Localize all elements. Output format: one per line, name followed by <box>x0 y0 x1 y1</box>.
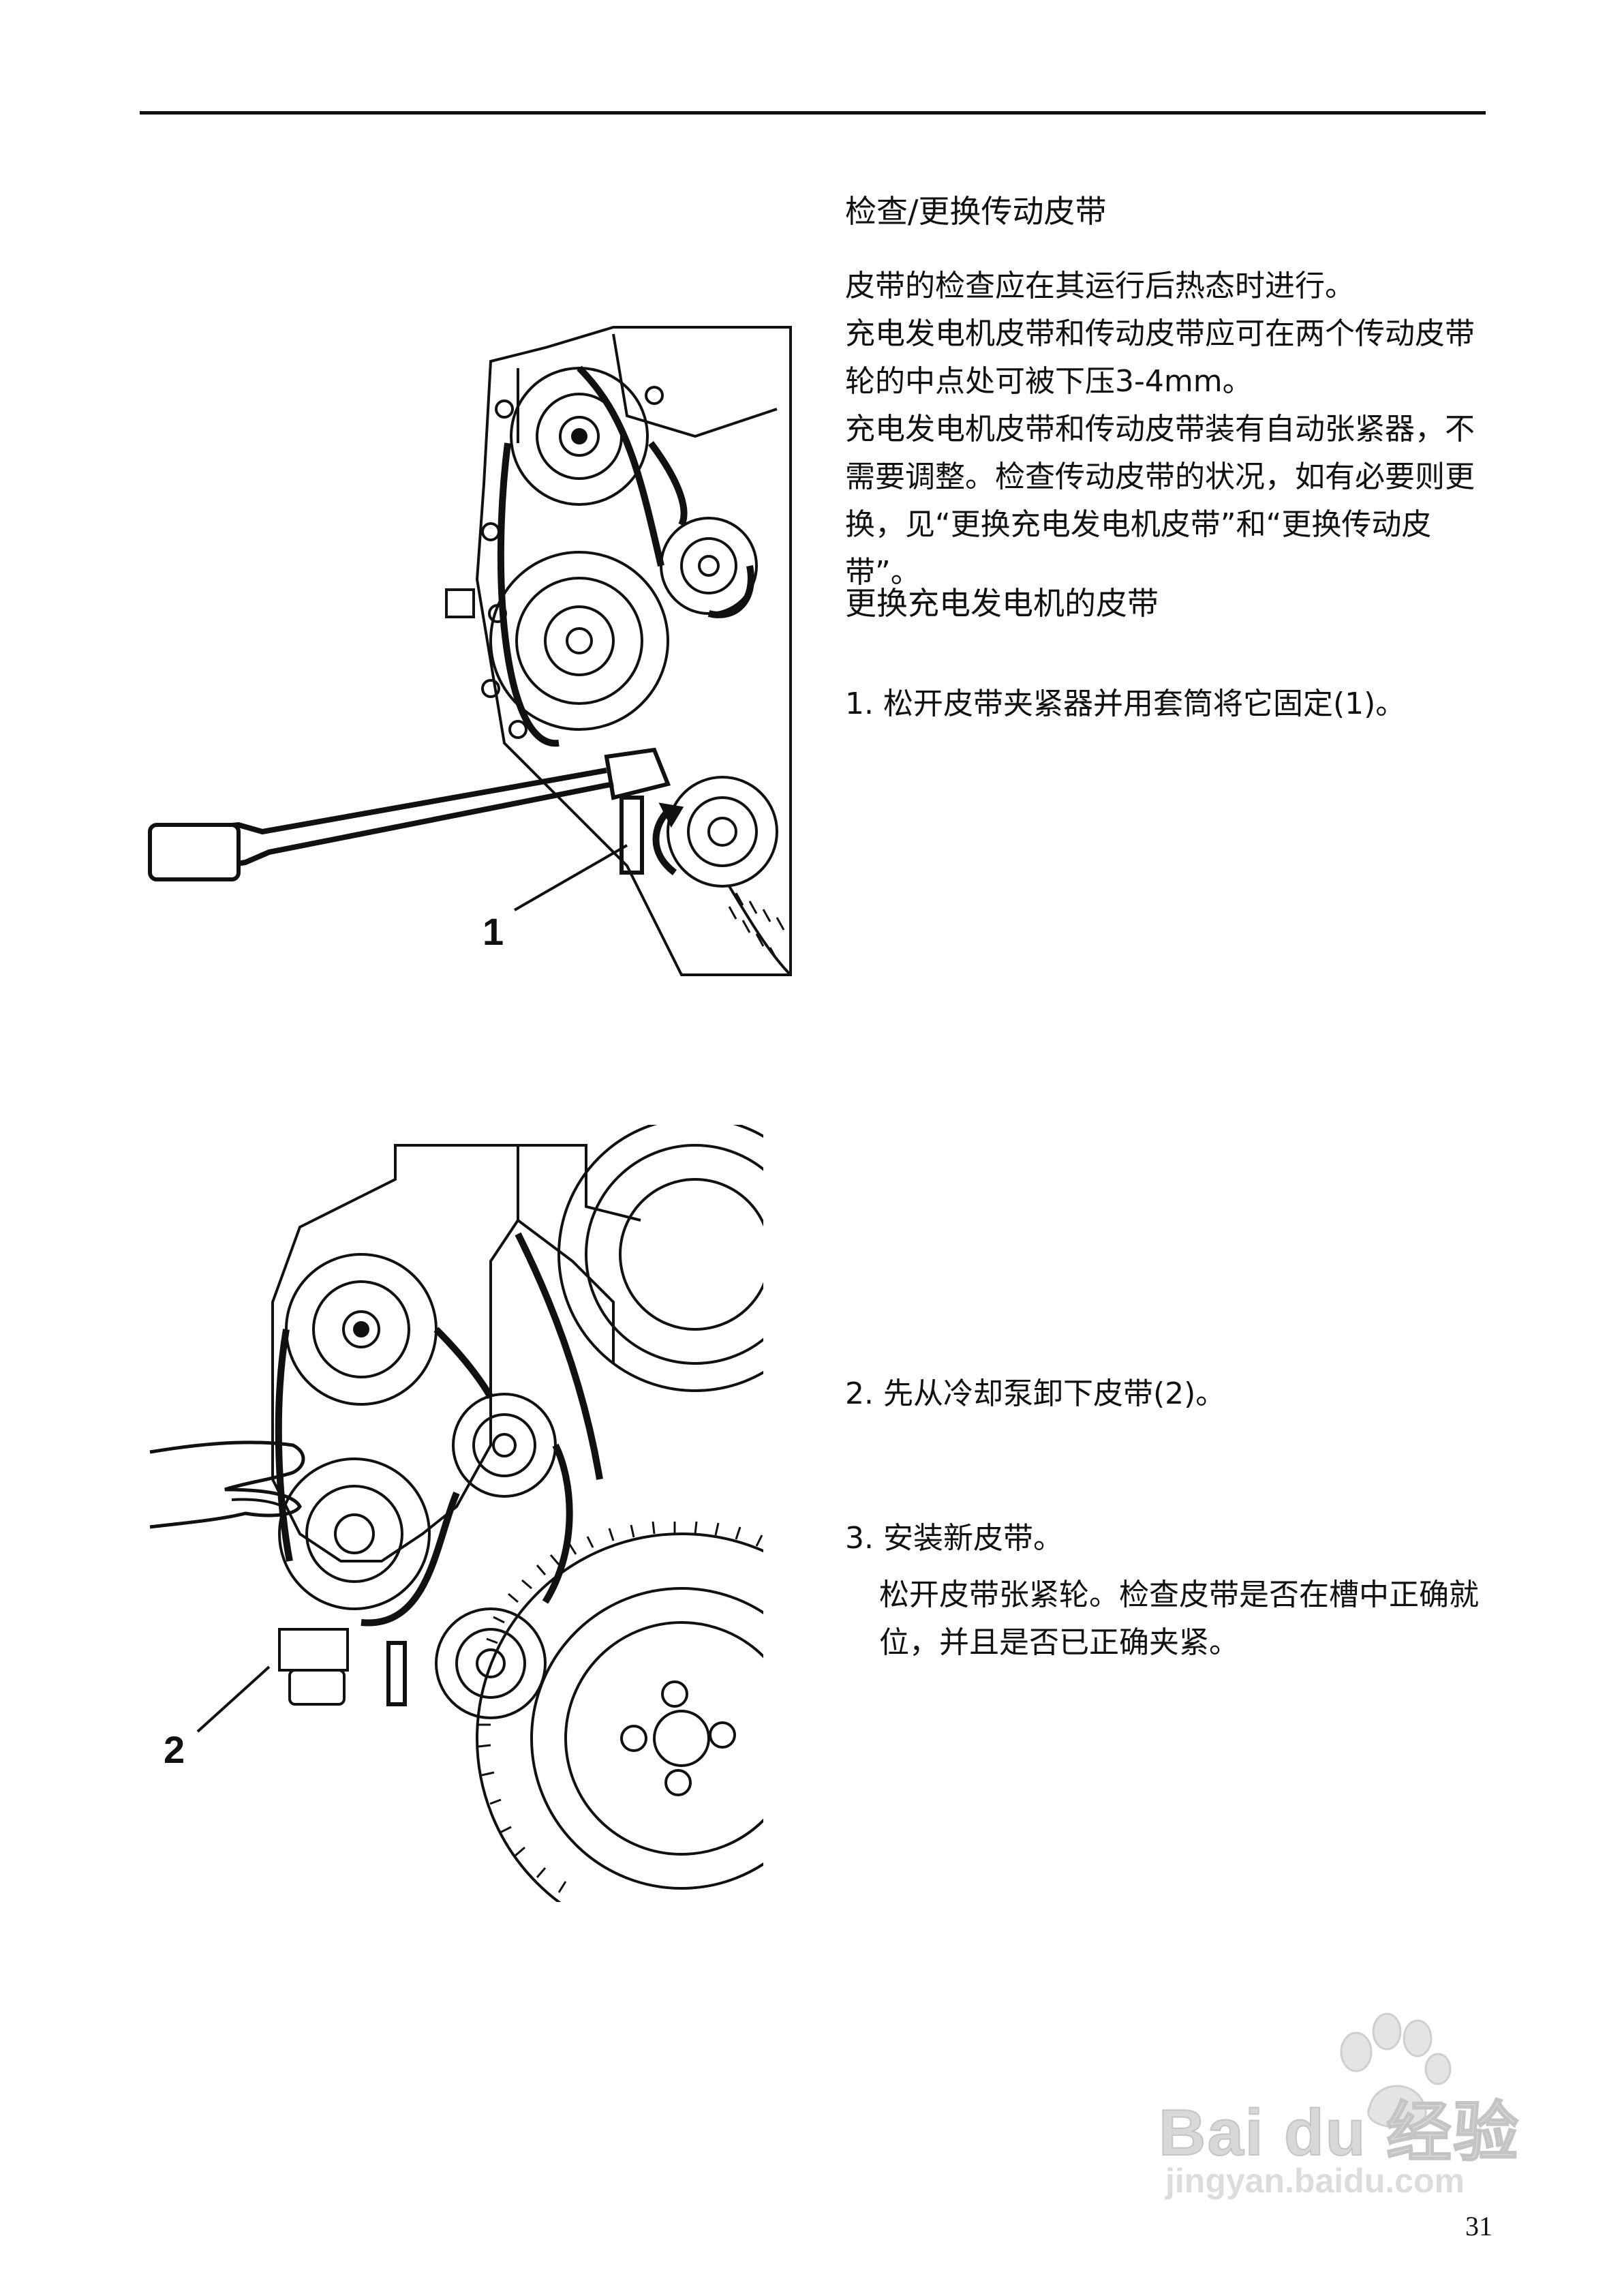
step-number: 2. <box>845 1376 874 1411</box>
section-replace-belt: 更换充电发电机的皮带 <box>845 579 1486 627</box>
figure-belt-tensioner: 1 <box>136 307 804 982</box>
baidu-watermark: Bai du 经验 jingyan.baidu.com <box>1152 1977 1533 2202</box>
section-check-paragraphs: 皮带的检查应在其运行后热态时进行。 充电发电机皮带和传动皮带应可在两个传动皮带轮… <box>845 262 1486 596</box>
callout-1: 1 <box>483 910 504 953</box>
watermark-brand: Bai du 经验 <box>1158 2096 1520 2170</box>
step-detail: 松开皮带张紧轮。检查皮带是否在槽中正确就位，并且是否已正确夹紧。 <box>879 1577 1479 1660</box>
section-title: 更换充电发电机的皮带 <box>845 585 1159 622</box>
baidu-paw-logo <box>1340 2012 1452 2128</box>
section-title: 检查/更换传动皮带 <box>845 193 1107 230</box>
step-1: 1. 松开皮带夹紧器并用套筒将它固定(1)。 <box>845 680 1486 728</box>
paragraph-1: 皮带的检查应在其运行后热态时进行。 <box>845 269 1355 303</box>
step-text: 安装新皮带。 <box>883 1521 1063 1556</box>
step-text: 先从冷却泵卸下皮带(2)。 <box>883 1376 1226 1411</box>
paragraph-3: 充电发电机皮带和传动皮带装有自动张紧器，不需要调整。检查传动皮带的状况，如有必要… <box>845 412 1475 590</box>
step-3-detail: 松开皮带张紧轮。检查皮带是否在槽中正确就位，并且是否已正确夹紧。 <box>879 1571 1486 1667</box>
step-number: 3. <box>845 1521 874 1556</box>
callout-2: 2 <box>164 1728 185 1771</box>
step-text: 松开皮带夹紧器并用套筒将它固定(1)。 <box>883 686 1406 721</box>
step-3: 3. 安装新皮带。 <box>845 1515 1486 1562</box>
step-number: 1. <box>845 686 874 721</box>
paragraph-2: 充电发电机皮带和传动皮带应可在两个传动皮带轮的中点处可被下压3-4mm。 <box>845 316 1475 399</box>
page-number: 31 <box>1465 2211 1493 2241</box>
step-2: 2. 先从冷却泵卸下皮带(2)。 <box>845 1370 1486 1418</box>
watermark-url: jingyan.baidu.com <box>1165 2162 1465 2200</box>
figure-coolant-pump-belt: 2 <box>136 1125 763 1902</box>
header-rule <box>140 111 1486 115</box>
section-check-belt: 检查/更换传动皮带 <box>845 187 1486 235</box>
